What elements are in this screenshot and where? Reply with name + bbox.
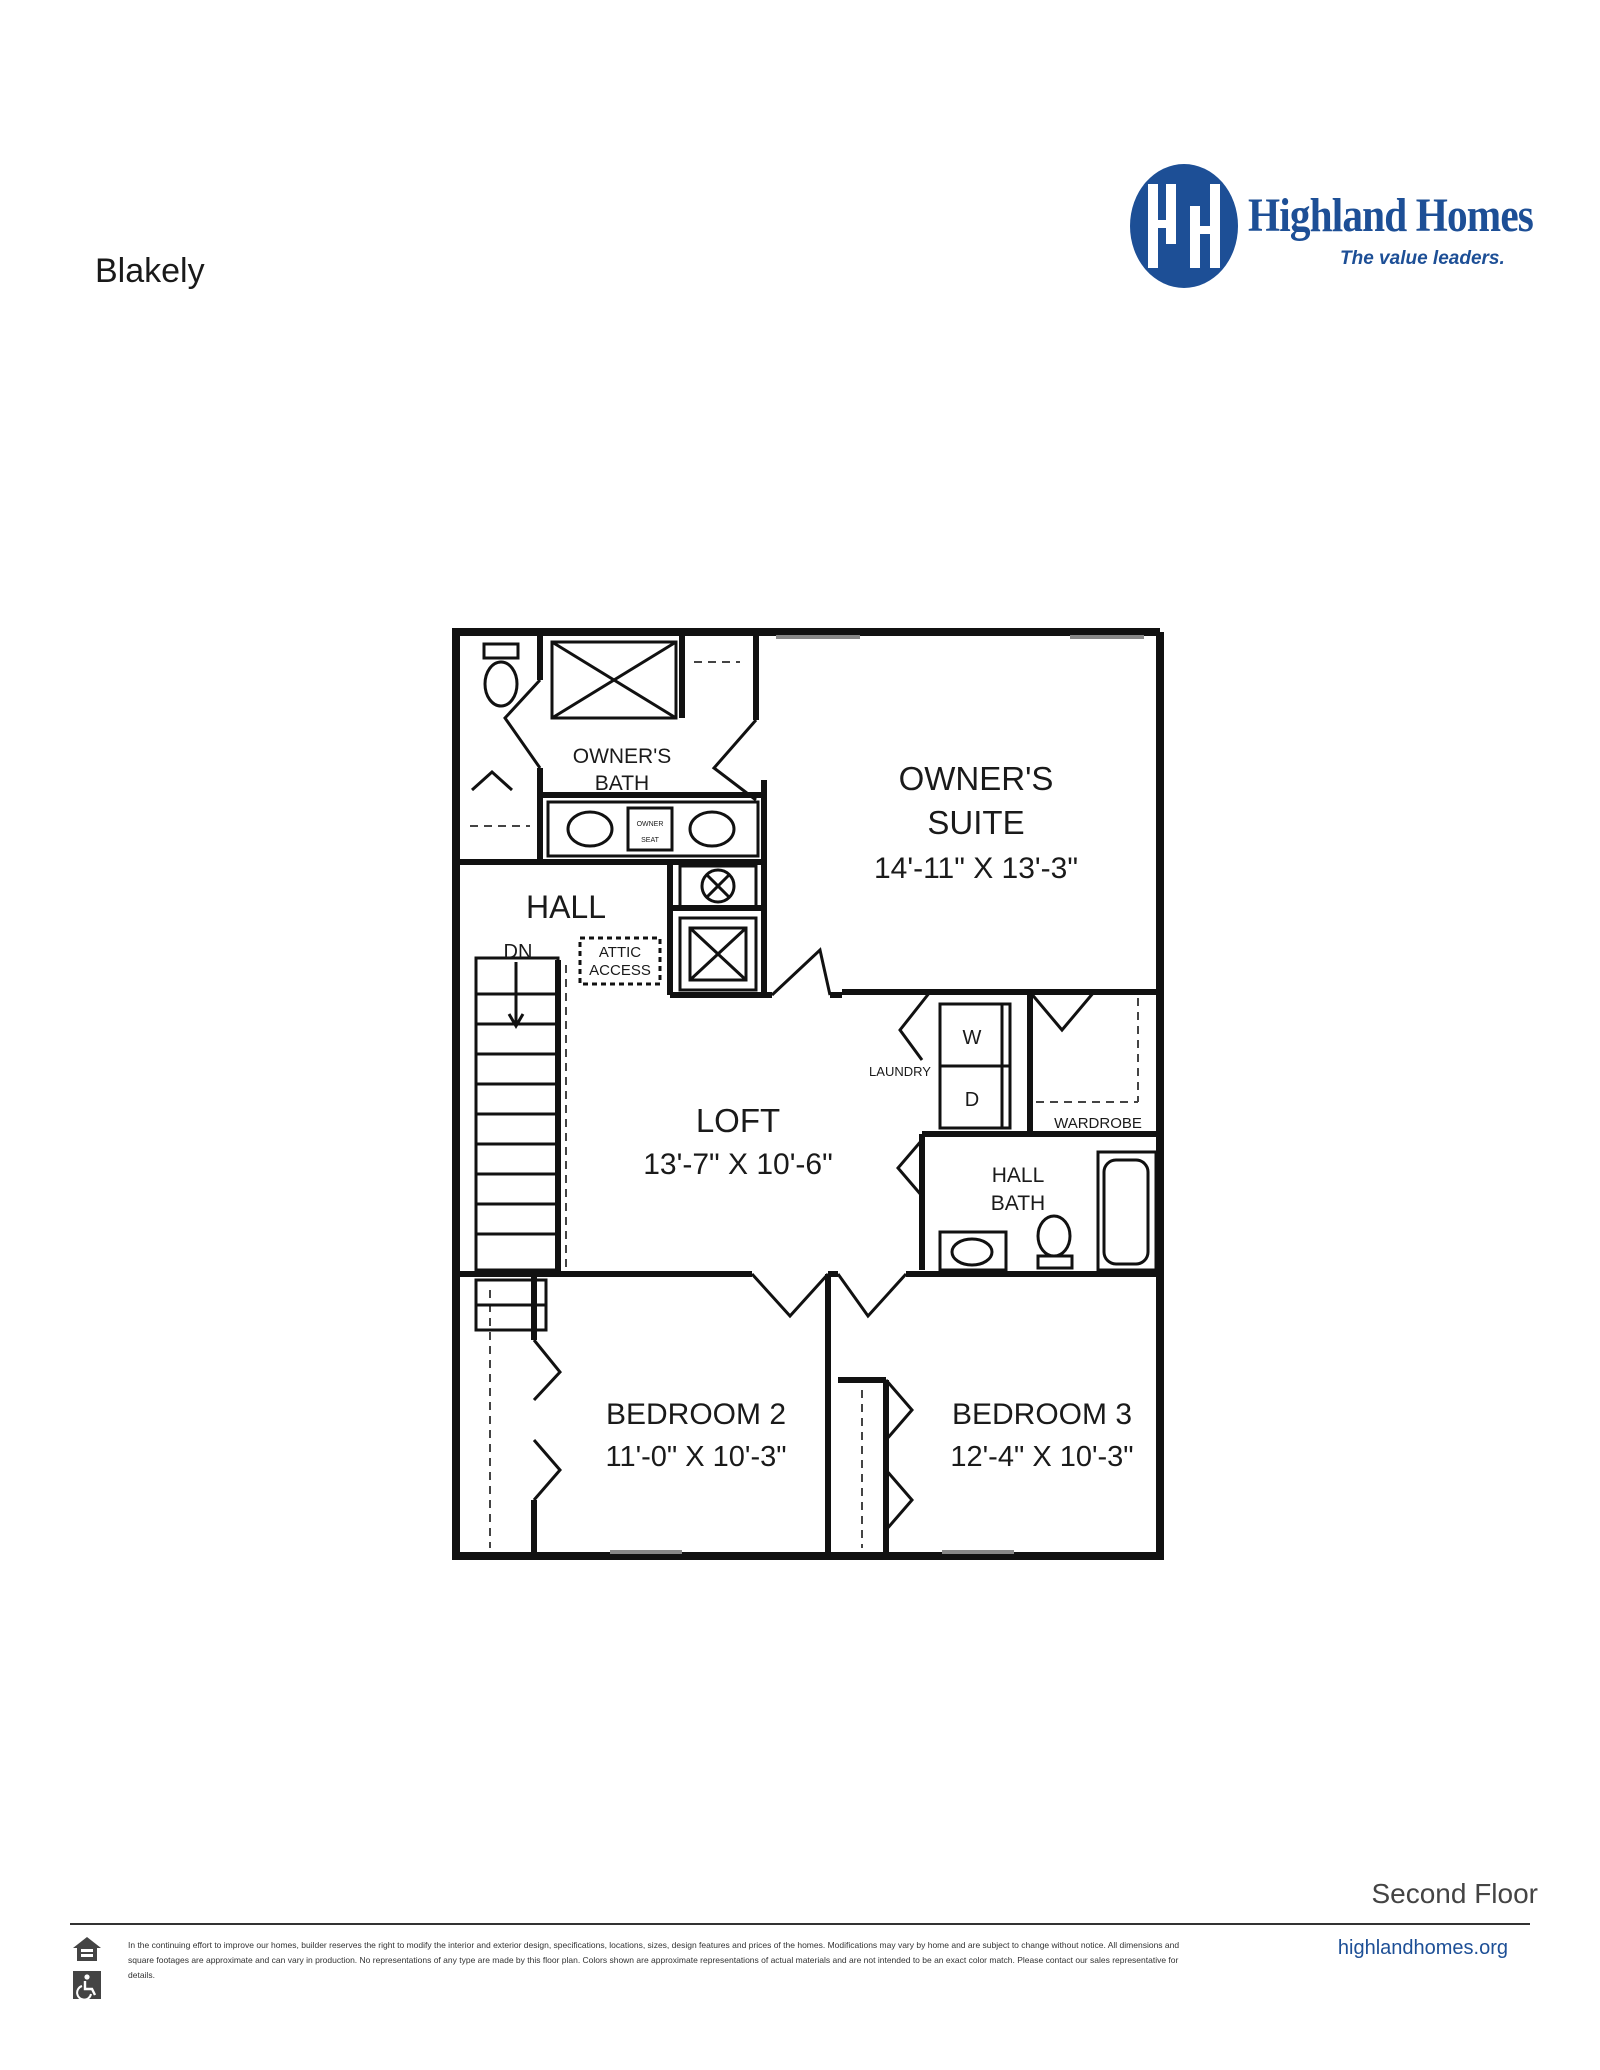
equal-housing-icon xyxy=(73,1937,101,1961)
owner-seat-label-2: SEAT xyxy=(641,837,659,844)
stairs-down-label: DN xyxy=(504,941,533,963)
closet-lines xyxy=(470,661,1139,1548)
bedroom2-size: 11'-0" X 10'-3" xyxy=(605,1441,786,1473)
owners-bath-label-1: OWNER'S xyxy=(573,745,672,768)
footer-divider xyxy=(70,1923,1530,1925)
owners-suite-label-2: SUITE xyxy=(927,804,1024,841)
logo-monogram-icon xyxy=(1130,164,1238,288)
hall-bath-label-2: BATH xyxy=(991,1192,1045,1215)
laundry-label: LAUNDRY xyxy=(869,1064,931,1079)
bedroom3-label: BEDROOM 3 xyxy=(952,1398,1132,1431)
loft-label: LOFT xyxy=(696,1102,780,1139)
logo-tagline: The value leaders. xyxy=(1340,248,1505,269)
staircase xyxy=(474,956,560,1332)
bedroom3-size: 12'-4" X 10'-3" xyxy=(950,1441,1133,1473)
wardrobe-label: WARDROBE xyxy=(1054,1115,1142,1132)
attic-access-label-2: ACCESS xyxy=(589,962,651,979)
attic-access-label-1: ATTIC xyxy=(599,944,641,961)
website-link[interactable]: highlandhomes.org xyxy=(1337,1937,1508,1959)
dryer-label: D xyxy=(965,1089,979,1111)
fixtures xyxy=(482,640,1158,1272)
logo-wordmark: Highland Homes xyxy=(1248,189,1534,242)
exterior-walls xyxy=(452,628,1164,1560)
hall-bath-label-1: HALL xyxy=(992,1164,1045,1187)
owners-suite-size: 14'-11" X 13'-3" xyxy=(874,852,1078,885)
owners-suite-label-1: OWNER'S xyxy=(899,760,1054,797)
windows xyxy=(610,635,1144,1554)
washer-label: W xyxy=(963,1027,982,1049)
plan-name: Blakely xyxy=(95,252,205,290)
floor-label: Second Floor xyxy=(1371,1878,1538,1909)
owners-bath-label-2: BATH xyxy=(595,772,649,795)
door-swings xyxy=(470,678,1096,1531)
legal-disclaimer: In the continuing effort to improve our … xyxy=(128,1940,1180,1980)
room-labels: OWNER'S BATH OWNER SEAT OWNER'S SUITE 14… xyxy=(504,745,1142,1473)
highland-homes-logo: Highland Homes The value leaders. xyxy=(1128,162,1534,292)
owner-seat-label-1: OWNER xyxy=(637,821,664,828)
interior-walls xyxy=(456,632,1160,1556)
accessibility-icon xyxy=(73,1971,101,2000)
loft-size: 13'-7" X 10'-6" xyxy=(643,1148,833,1181)
bedroom2-label: BEDROOM 2 xyxy=(606,1398,786,1431)
hall-label: HALL xyxy=(526,889,606,925)
